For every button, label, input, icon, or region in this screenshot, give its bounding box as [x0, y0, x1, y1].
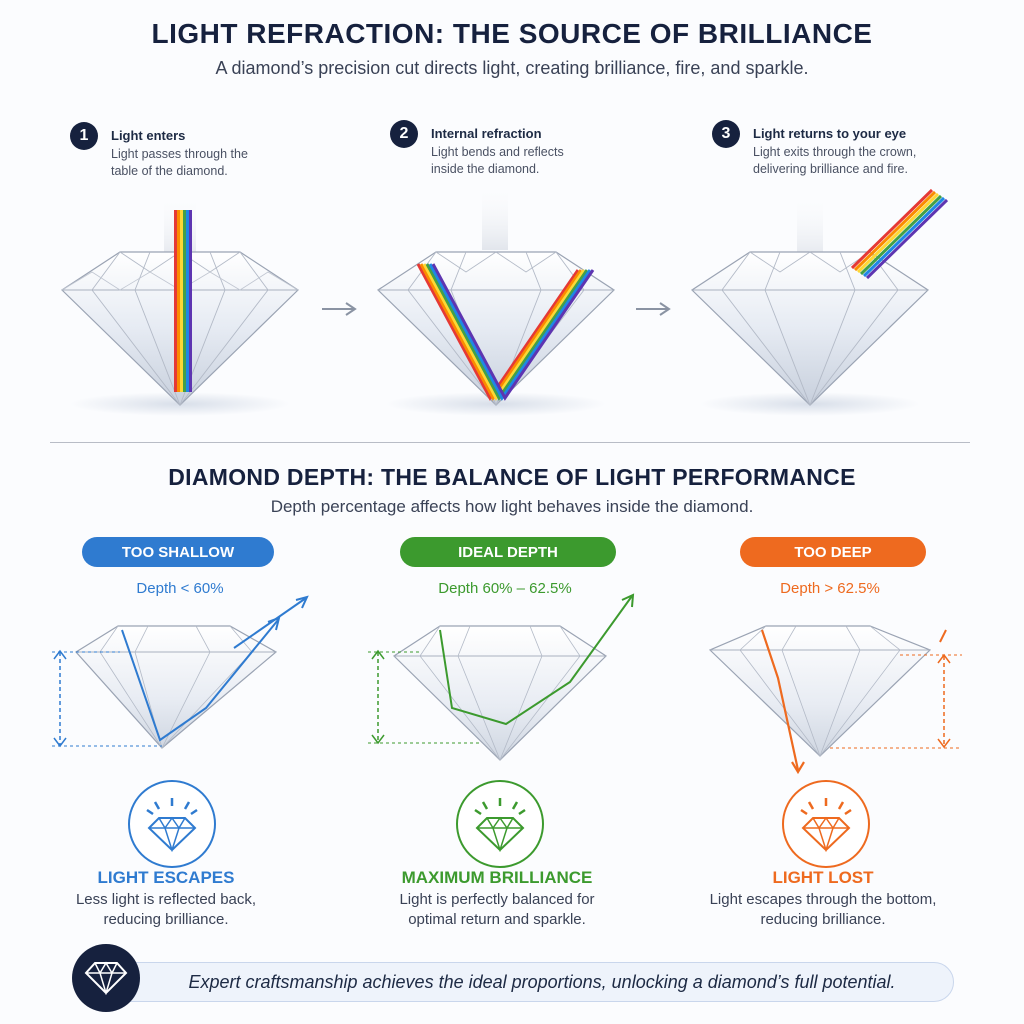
pill-ideal-depth: IDEAL DEPTH — [400, 537, 616, 567]
depth-label-shallow: Depth < 60% — [136, 580, 224, 597]
depth-label-deep: Depth > 62.5% — [780, 580, 880, 597]
refraction-diagram — [61, 180, 949, 416]
depth-section-subtitle: Depth percentage affects how light behav… — [270, 497, 754, 516]
diamond-3 — [691, 188, 949, 416]
footer-text: Expert craftsmanship achieves the ideal … — [188, 972, 896, 992]
step-2-title: Internal refraction — [431, 126, 542, 141]
pill-too-deep: TOO DEEP — [740, 537, 926, 567]
page-title: LIGHT REFRACTION: THE SOURCE OF BRILLIAN… — [151, 18, 873, 49]
step-arrow-1 — [322, 302, 357, 316]
step-1-title: Light enters — [111, 128, 186, 143]
depth-diagram — [52, 593, 962, 775]
step-arrow-2 — [636, 302, 671, 316]
step-1-number: 1 — [70, 122, 98, 150]
result-desc-shallow: Less light is reflected back, reducing b… — [75, 891, 257, 928]
section-divider — [50, 442, 970, 443]
step-2-desc: Light bends and reflects inside the diam… — [431, 145, 564, 176]
page-subtitle: A diamond’s precision cut directs light,… — [215, 58, 809, 78]
maximum-brilliance-icon — [456, 780, 544, 868]
depth-label-ideal: Depth 60% – 62.5% — [438, 580, 572, 597]
result-desc-ideal: Light is perfectly balanced for optimal … — [399, 891, 595, 928]
step-3-title: Light returns to your eye — [753, 126, 907, 141]
diamond-2 — [377, 180, 615, 416]
diamond-icon — [72, 944, 140, 1012]
result-title-deep: LIGHT LOST — [772, 868, 874, 887]
pill-too-shallow: TOO SHALLOW — [82, 537, 274, 567]
diamond-1 — [61, 190, 299, 416]
step-3-number: 3 — [712, 120, 740, 148]
result-title-shallow: LIGHT ESCAPES — [97, 868, 235, 887]
result-desc-deep: Light escapes through the bottom, reduci… — [709, 891, 937, 928]
depth-section-title: DIAMOND DEPTH: THE BALANCE OF LIGHT PERF… — [168, 464, 856, 490]
result-title-ideal: MAXIMUM BRILLIANCE — [401, 868, 593, 887]
deep-diamond — [708, 625, 962, 775]
step-3-desc: Light exits through the crown, deliverin… — [753, 145, 917, 176]
light-escapes-icon — [128, 780, 216, 868]
ideal-diamond — [368, 593, 635, 762]
light-lost-icon — [782, 780, 870, 868]
footer-banner — [78, 962, 954, 1002]
step-1-desc: Light passes through the table of the di… — [111, 147, 248, 178]
shallow-diamond — [52, 595, 309, 750]
step-2-number: 2 — [390, 120, 418, 148]
